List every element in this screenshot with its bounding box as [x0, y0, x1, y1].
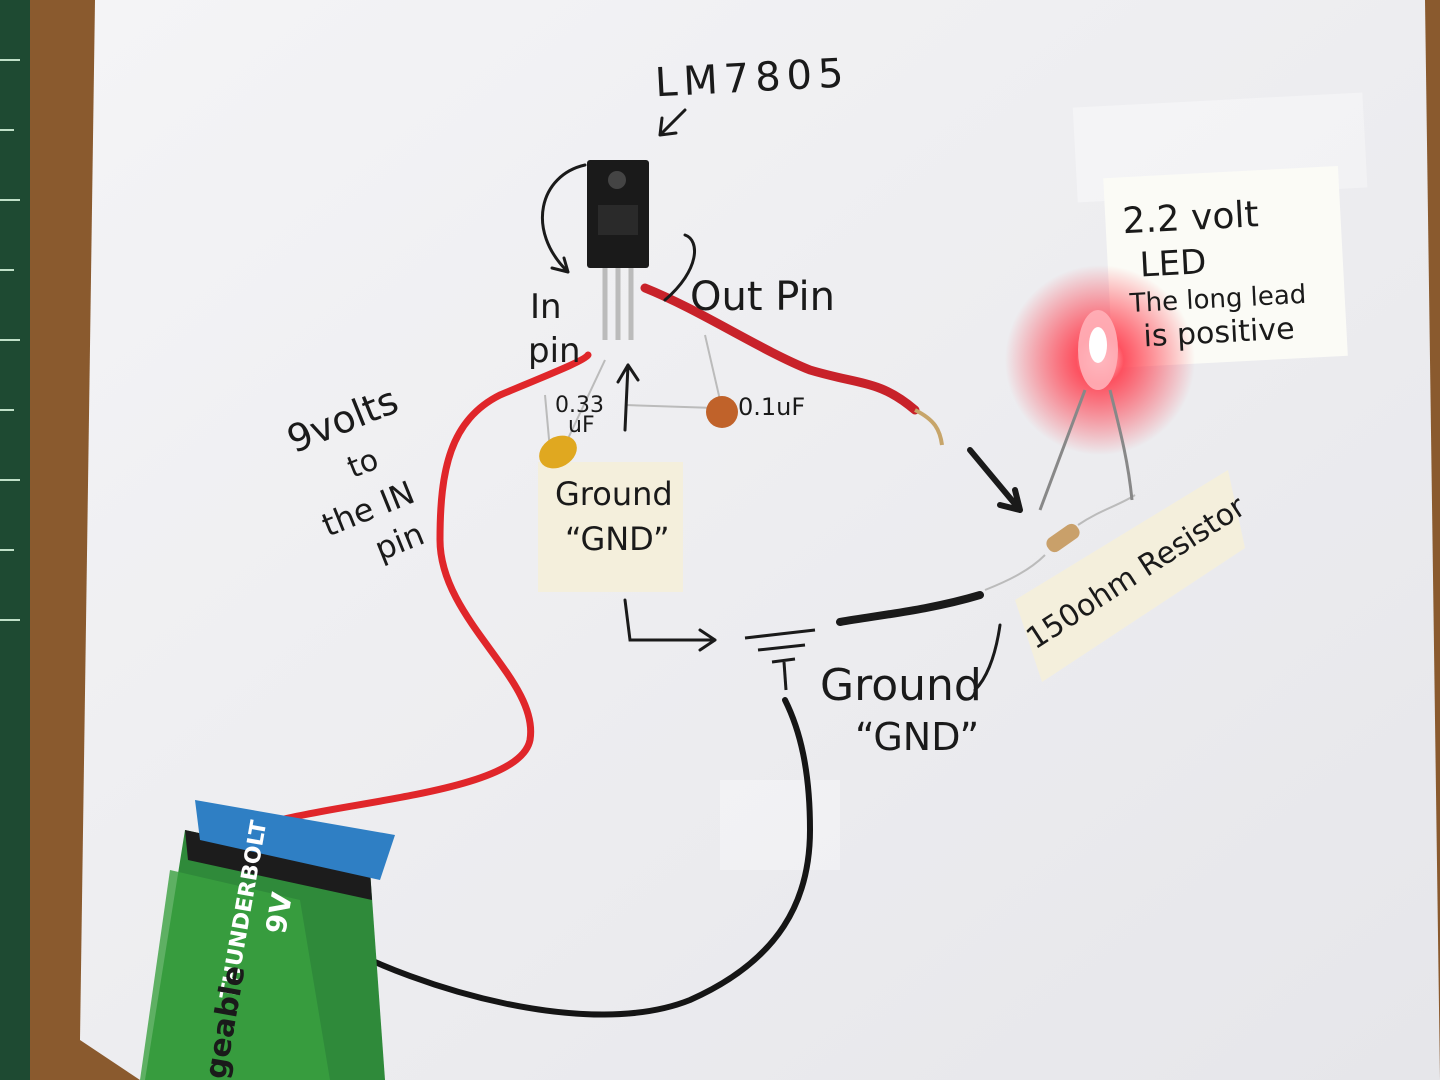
- capacitor-01uf: [624, 334, 738, 428]
- arrow-in-pin: [541, 163, 587, 274]
- ground-note1-line1: Ground: [555, 475, 673, 513]
- arrow-out-pin: [663, 233, 697, 302]
- ground-note2-line2: “GND”: [855, 715, 979, 759]
- ground-symbol-icon: [744, 628, 816, 691]
- led-note-line2: LED: [1139, 242, 1208, 285]
- arrow-ground-pin: [616, 363, 640, 432]
- red-wire-output: [640, 283, 920, 415]
- drawn-arrows: [541, 108, 1023, 692]
- label-in-pin-line2: pin: [528, 331, 581, 371]
- label-cap1-line1: 0.33: [555, 393, 604, 418]
- arrow-output: [967, 447, 1023, 513]
- arrow-to-ground-symbol: [623, 598, 717, 652]
- output-wire-tip: [914, 408, 944, 446]
- led-lit: [1005, 265, 1195, 511]
- arrow-ground-right: [973, 623, 1002, 692]
- label-cap2: 0.1uF: [738, 393, 805, 421]
- ground-note-paper: [538, 462, 683, 592]
- led-note-line4: is positive: [1143, 311, 1296, 354]
- ground-note1-line2: “GND”: [565, 520, 670, 558]
- ruler-marks: [0, 59, 20, 621]
- resistor-note-paper: [1015, 470, 1245, 682]
- tape-ground-mid: [720, 780, 840, 870]
- capacitor-033uf: [539, 359, 606, 469]
- label-out-pin: Out Pin: [690, 274, 835, 320]
- led-note-line1: 2.2 volt: [1121, 194, 1259, 242]
- battery-9v: THUNDERBOLT 9V geable: [140, 800, 395, 1080]
- arrow-lm7805: [658, 108, 687, 137]
- battery-voltage-text: 9V: [259, 890, 299, 937]
- label-in-pin-line1: In: [530, 287, 562, 327]
- ground-note2-line1: Ground: [820, 660, 982, 711]
- red-wire-input: [276, 351, 592, 824]
- label-lm7805: LM7805: [654, 50, 851, 106]
- label-cap1-line2: uF: [568, 413, 595, 438]
- drawn-ground-line: [836, 591, 984, 626]
- regulator-lm7805: [587, 160, 649, 340]
